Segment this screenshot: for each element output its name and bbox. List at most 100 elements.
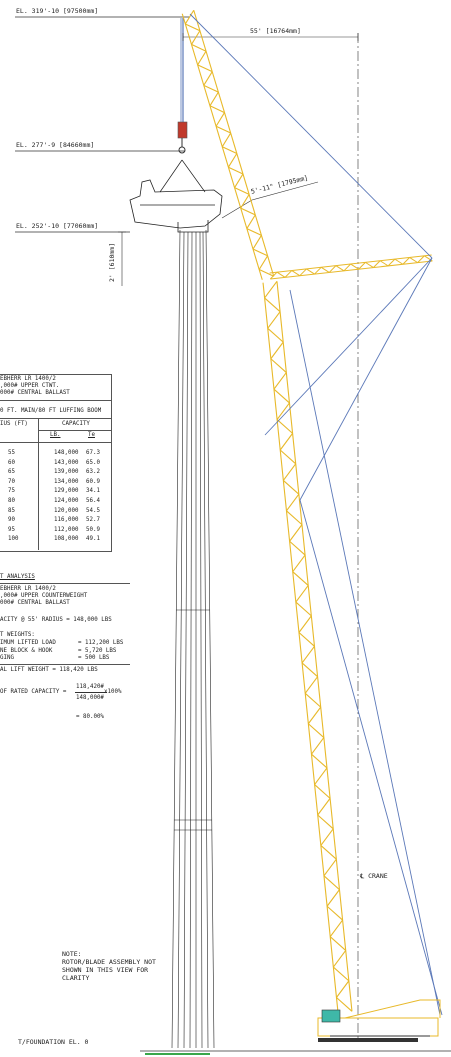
- unit-lb: LB.: [50, 432, 61, 438]
- lattice-member: [289, 540, 306, 556]
- lattice-member: [298, 615, 312, 633]
- capacity-table-border: [0, 374, 112, 552]
- lattice-member: [329, 936, 347, 951]
- lattice-member: [270, 341, 284, 360]
- lattice-member: [193, 10, 275, 277]
- lattice-member: [343, 263, 352, 272]
- lattice-member: [270, 358, 287, 373]
- lattice-member: [304, 692, 322, 708]
- lattice-member: [314, 784, 331, 799]
- lift-analysis-crane: EBHERR LR 1400/2 ,000# UPPER COUNTERWEIG…: [0, 586, 87, 608]
- lattice-member: [215, 125, 231, 134]
- note-line: ROTOR/BLADE ASSEMBLY NOT: [62, 958, 156, 966]
- lattice-member: [258, 255, 269, 270]
- note-line: CLARITY: [62, 974, 90, 982]
- capacity-cell-t: 65.0: [86, 459, 100, 466]
- capacity-cell-r: 90: [8, 517, 15, 524]
- lattice-member: [252, 248, 268, 257]
- foundation-elevation-label: T/FOUNDATION EL. 0: [18, 1038, 89, 1046]
- capacity-cell-t: 52.7: [86, 517, 100, 524]
- capacity-cell-t: 34.1: [86, 488, 100, 495]
- lattice-member: [273, 388, 290, 404]
- lattice-member: [228, 166, 244, 175]
- note-line: NOTE:: [62, 950, 82, 958]
- capacity-table-header: EBHERR LR 1400/2 ,000# UPPER CTWT. 000# …: [0, 376, 70, 398]
- wind-tower: [171, 229, 215, 1049]
- lattice-member: [387, 258, 396, 267]
- capacity-cell-r: 55: [8, 450, 15, 456]
- capacity-cell-r: 85: [8, 507, 15, 514]
- lattice-member: [323, 858, 337, 877]
- capacity-cell-lb: 134,000: [54, 478, 79, 485]
- main-boom: [262, 280, 353, 1013]
- lift-analysis-line: 000# CENTRAL BALLAST: [0, 600, 70, 607]
- table-header-line: EBHERR LR 1400/2: [0, 376, 56, 382]
- lattice-member: [394, 258, 404, 265]
- rigging: [159, 159, 206, 193]
- nacelle: [129, 179, 223, 233]
- capacity-cell-r: 75: [8, 488, 15, 495]
- lattice-member: [306, 268, 315, 275]
- lattice-member: [276, 402, 290, 420]
- lift-weights-title: T WEIGHTS:: [0, 632, 35, 638]
- capacity-cell-lb: 108,000: [54, 536, 79, 543]
- lattice-member: [258, 268, 274, 277]
- note-line: SHOWN IN THIS VIEW FOR: [62, 966, 149, 974]
- lattice-member: [326, 905, 343, 921]
- capacity-cell-lb: 148,000: [54, 450, 79, 456]
- lattice-member: [279, 449, 297, 465]
- capacity-cell-lb: 143,000: [54, 459, 79, 466]
- lattice-member: [203, 71, 213, 86]
- lattice-member: [335, 265, 345, 272]
- lattice-member: [234, 187, 250, 195]
- lattice-member: [246, 228, 262, 236]
- lift-weight-value: = 5,720 LBS: [78, 647, 117, 654]
- lattice-member: [240, 194, 250, 209]
- lattice-member: [184, 9, 195, 25]
- lattice-member: [227, 153, 238, 168]
- lattice-member: [291, 270, 301, 277]
- rated-numerator: 118,420#: [76, 684, 104, 690]
- clearance-dimension: [221, 181, 319, 219]
- hook-block: [177, 121, 188, 139]
- boom-configuration: 0 FT. MAIN/80 FT LUFFING BOOM: [0, 408, 102, 414]
- small-dimension-label: 2' [610mm]: [108, 242, 116, 282]
- capacity-cell-r: 65: [8, 469, 15, 476]
- lattice-member: [332, 966, 350, 982]
- lattice-member: [264, 280, 278, 299]
- lattice-member: [276, 419, 293, 434]
- capacity-cell-lb: 120,000: [54, 507, 79, 514]
- lattice-member: [332, 950, 347, 968]
- capacity-cell-t: 67.3: [86, 450, 100, 456]
- lattice-member: [336, 980, 350, 998]
- lift-analysis-line: ,000# UPPER COUNTERWEIGHT: [0, 593, 88, 600]
- lattice-member: [358, 262, 366, 270]
- lattice-member: [191, 43, 207, 52]
- rated-multiplier: x100%: [104, 689, 122, 695]
- lattice-member: [328, 265, 337, 273]
- lattice-member: [286, 493, 300, 512]
- capacity-cell-r: 60: [8, 459, 15, 466]
- lattice-member: [289, 524, 303, 542]
- lattice-member: [269, 271, 278, 280]
- lattice-member: [317, 814, 334, 830]
- note: NOTE: ROTOR/BLADE ASSEMBLY NOT SHOWN IN …: [62, 950, 156, 982]
- lattice-member: [279, 433, 294, 451]
- lattice-member: [320, 828, 334, 846]
- lattice-member: [270, 260, 433, 280]
- lattice-member: [402, 257, 410, 265]
- unit-t: Te: [88, 432, 95, 438]
- capacity-cell-r: 95: [8, 526, 15, 533]
- lattice-member: [267, 311, 281, 329]
- lattice-member: [282, 463, 297, 481]
- crawler-track: [318, 1038, 418, 1042]
- lattice-member: [197, 50, 207, 66]
- table-header-line: 000# CENTRAL BALLAST: [0, 390, 70, 397]
- lattice-member: [326, 889, 340, 907]
- lattice-member: [209, 91, 219, 107]
- lattice-member: [292, 571, 309, 586]
- lattice-member: [295, 585, 309, 603]
- lift-weight-label: GING: [0, 655, 14, 661]
